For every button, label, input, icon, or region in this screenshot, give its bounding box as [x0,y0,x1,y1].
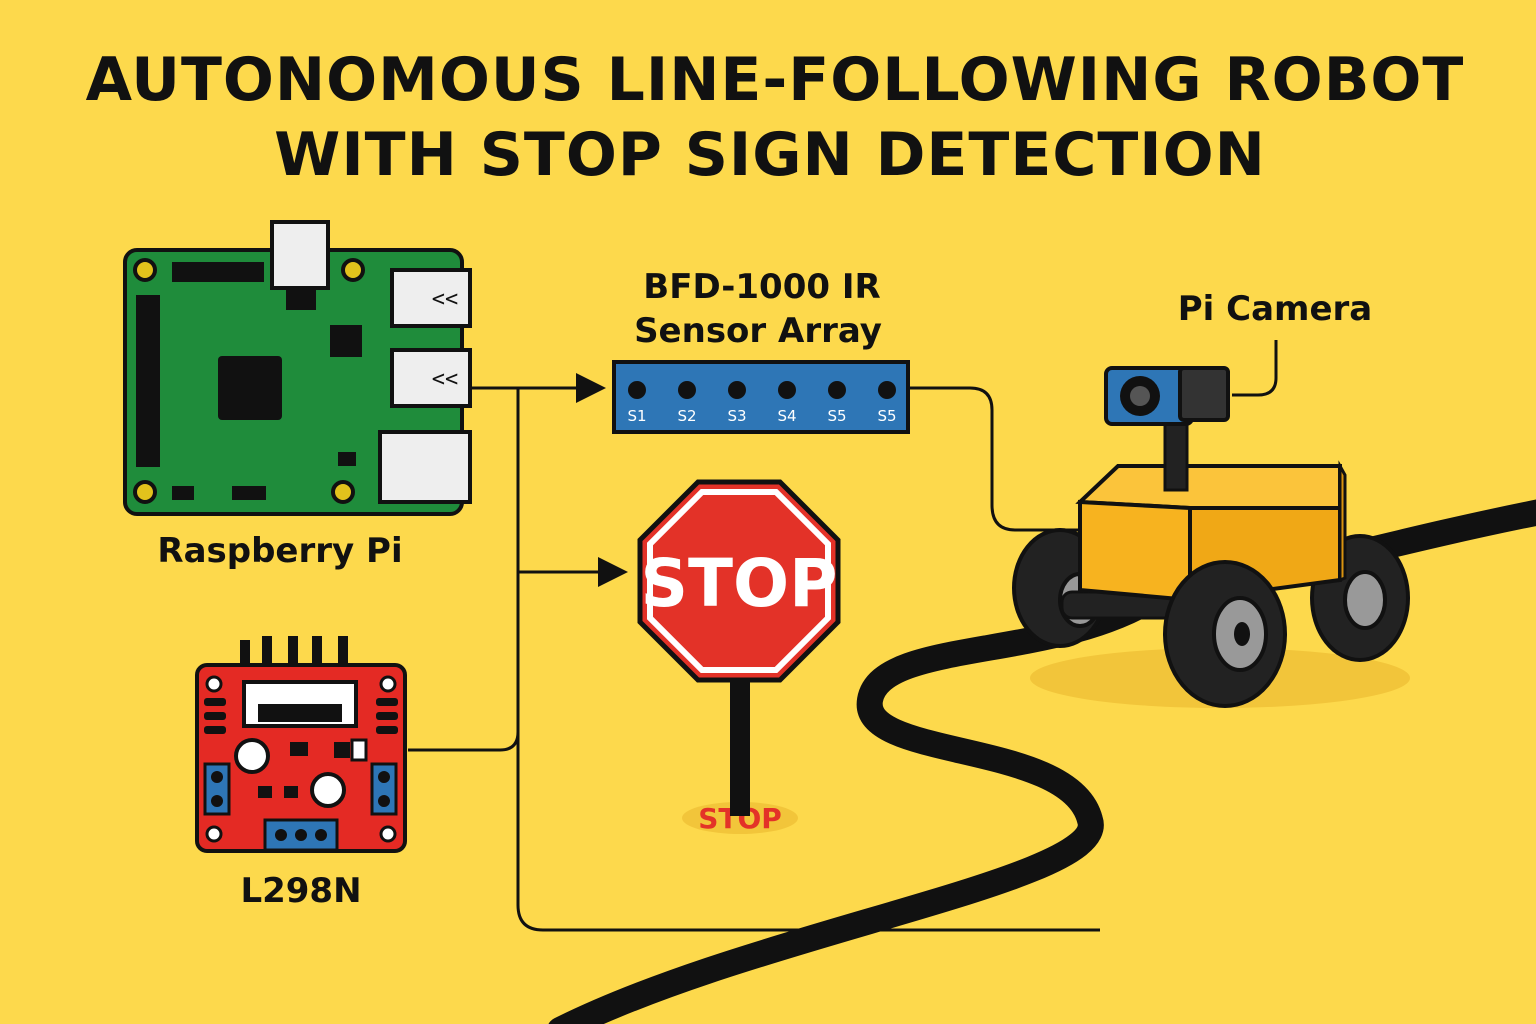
ir-pin-label-5: S5 [827,407,846,425]
pi-connector [286,290,316,310]
wire-bus [516,388,1100,932]
pi-mount-hole [133,258,157,282]
ir-emitter-3 [728,381,746,399]
ir-sensor-label-1: BFD-1000 IR [643,267,880,307]
ir-pin-label-2: S2 [677,407,696,425]
raspberry-pi-board: << << [123,220,472,516]
l298n-smd [350,738,368,762]
ir-pin-label-6: S5 [877,407,896,425]
ir-emitter-2 [678,381,696,399]
stop-sign-text: STOP [640,545,837,622]
ir-sensor-pcb [612,360,910,434]
ir-pin-label-4: S4 [777,407,796,425]
ir-emitter-1 [628,381,646,399]
wiring [408,340,1278,932]
pi-chip-top [172,262,264,282]
l298n-mount-hole [379,825,397,843]
l298n-mount-hole [205,825,223,843]
pi-smd [172,486,194,500]
pi-usb-port-2 [390,348,472,408]
raspberry-pi-label: Raspberry Pi [157,531,402,571]
ir-sensor-array: S1 S2 S3 S4 S5 S5 [612,360,910,434]
l298n-pad [204,698,226,706]
stop-sign-post [730,670,750,816]
terminal-screw [295,829,307,841]
terminal-screw [211,771,223,783]
robot-body-top [1075,464,1342,510]
terminal-screw [378,795,390,807]
ir-emitter-5 [828,381,846,399]
wire-camera-callout [1232,340,1278,397]
pi-camera-back [1178,366,1230,422]
pi-usb-port-1 [390,268,472,328]
stop-sign-border [647,489,831,673]
pi-smd [232,486,266,500]
robot [1012,366,1410,708]
ir-emitter-4 [778,381,796,399]
usb-symbol-icon: << [432,287,459,312]
stop-sign: STOP STOP [637,479,841,835]
terminal-screw [275,829,287,841]
pi-ethernet-port [378,430,472,504]
l298n-pad [376,712,398,720]
robot-body-front [1078,499,1192,603]
pi-soc [218,356,282,420]
l298n-mount-hole [205,675,223,693]
pi-mount-hole [341,258,365,282]
ir-emitter-6 [878,381,896,399]
l298n-pad [376,726,398,734]
l298n-smd [284,786,298,798]
pi-smd [338,452,356,466]
wheel-center [1234,622,1250,646]
wire-sensor-to-robot [908,386,1085,532]
title-line-1: AUTONOMOUS LINE-FOLLOWING ROBOT [86,45,1465,115]
usb-symbol-icon: << [432,367,459,392]
l298n-label: L298N [240,871,361,911]
l298n-chip-pins [258,704,342,722]
l298n-smd [334,742,350,758]
pi-ram [330,325,362,357]
pi-usb-c-port [270,220,330,290]
wire-l298n [408,731,520,752]
stop-sign-shadow [682,802,798,834]
stop-sign-octagon [637,479,841,683]
terminal-screw [211,795,223,807]
ir-pin-label-3: S3 [727,407,746,425]
l298n-pad [204,726,226,734]
l298n-smd [258,786,272,798]
l298n-board [195,636,407,853]
title-line-2: WITH STOP SIGN DETECTION [274,120,1266,190]
wheel-hub [1343,570,1387,630]
l298n-pad [376,698,398,706]
l298n-capacitor [234,738,270,774]
pi-mount-hole [133,480,157,504]
l298n-capacitor [310,772,346,808]
ir-sensor-pins: S1 S2 S3 S4 S5 S5 [627,381,897,425]
terminal-screw [315,829,327,841]
l298n-pad [204,712,226,720]
pi-camera-label: Pi Camera [1178,289,1373,329]
ir-sensor-label-2: Sensor Array [634,311,882,351]
robot-body-edge [1338,460,1347,583]
terminal-screw [378,771,390,783]
pi-mount-hole [331,480,355,504]
pi-gpio-header [136,295,160,467]
l298n-smd [290,742,308,756]
l298n-mount-hole [379,675,397,693]
camera-lens-inner [1130,386,1150,406]
ir-pin-label-1: S1 [627,407,646,425]
